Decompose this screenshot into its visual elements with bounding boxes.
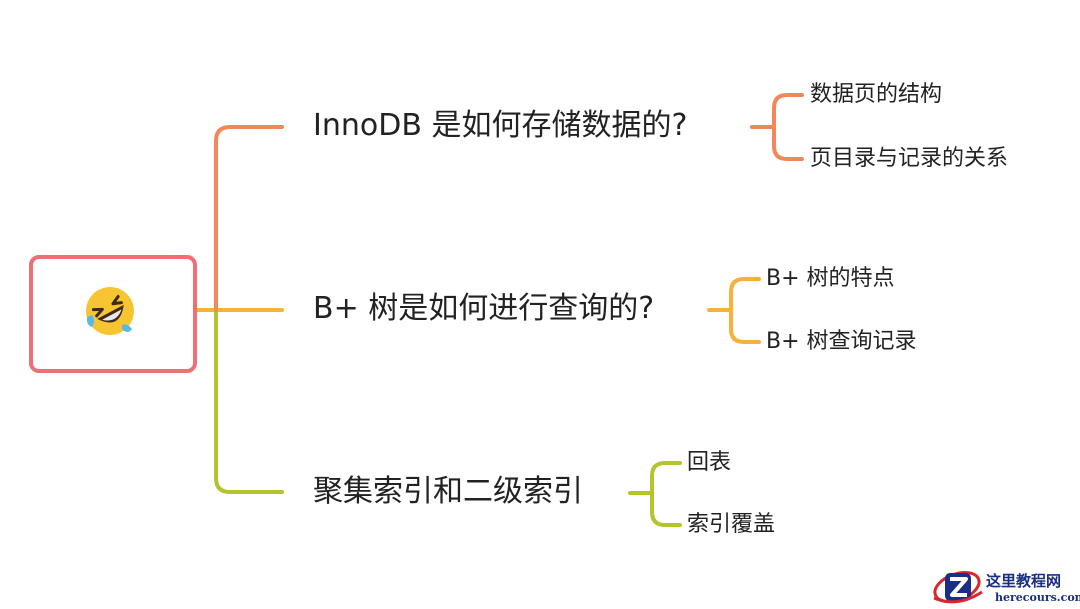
connector-branch-0-children [750,93,804,161]
rolling-on-floor-laughing-icon [86,287,134,335]
connector-branch-2-children [628,461,682,527]
watermark-logo-icon [933,570,983,604]
topic-clustered-secondary-index[interactable]: 聚集索引和二级索引 [313,474,583,509]
subtopic-back-to-table[interactable]: 回表 [687,450,732,475]
connector-branch-1-children [707,277,761,344]
topic-innodb-storage[interactable]: InnoDB 是如何存储数据的? [313,108,688,143]
connector-root-branch-2 [191,308,284,494]
subtopic-covering-index[interactable]: 索引覆盖 [687,512,776,537]
topic-bplus-tree-query[interactable]: B+ 树是如何进行查询的? [313,291,655,326]
connector-root-branch-0 [214,125,284,312]
subtopic-bplus-features[interactable]: B+ 树的特点 [766,266,895,291]
subtopic-data-page-structure[interactable]: 数据页的结构 [810,82,943,107]
watermark-title: 这里教程网 [986,572,1062,590]
subtopic-bplus-query-records[interactable]: B+ 树查询记录 [766,329,917,354]
watermark-url: herecours.com [995,591,1080,604]
subtopic-page-directory-records[interactable]: 页目录与记录的关系 [810,146,1009,171]
